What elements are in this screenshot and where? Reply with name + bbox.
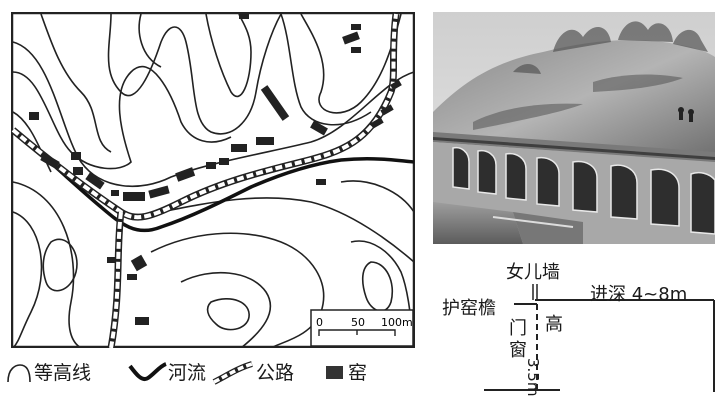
map-legend: 等高线 河流 公路 窑 (0, 354, 420, 390)
contour-line (40, 13, 112, 153)
map-canvas: 0 50 100m (11, 12, 415, 348)
contour-line (280, 13, 372, 126)
cave-marker (351, 47, 361, 53)
cave-marker (351, 24, 361, 30)
cave-marker (107, 257, 115, 263)
scale-mid: 50 (351, 316, 365, 329)
cave-marker (130, 254, 148, 272)
contour-line (206, 298, 250, 331)
parapet-label: 女儿墙 (506, 262, 560, 283)
legend-river-label: 河流 (168, 362, 207, 384)
cave-marker (260, 85, 290, 121)
cave-marker (256, 137, 274, 145)
cave-marker (370, 117, 384, 129)
cave-cross-section: 女儿墙 护窑檐 进深 4~8m 门 窗 高 3.5m (440, 252, 724, 396)
cave-dwelling-photo (433, 12, 715, 244)
height-char: 高 (545, 314, 563, 335)
cave-marker (127, 274, 137, 280)
road-legend-icon (212, 361, 253, 385)
cave-marker (239, 13, 249, 19)
river (11, 130, 415, 233)
contour-line (12, 65, 232, 170)
height-label: 高 (544, 314, 564, 336)
cave-marker (73, 167, 83, 175)
cave-marker (206, 162, 216, 169)
cave-legend-icon (326, 366, 343, 379)
cave-marker (316, 179, 326, 185)
scale-zero: 0 (316, 316, 323, 329)
contour-legend-icon (7, 364, 31, 383)
cave-marker (175, 167, 196, 182)
cave-marker (40, 153, 60, 169)
cave-marker (380, 104, 394, 116)
contour-line (300, 13, 402, 114)
contour-line (107, 13, 282, 135)
window-char: 窗 (509, 340, 527, 361)
river-legend-icon (128, 362, 167, 381)
cave-marker (148, 185, 170, 199)
door-char: 门 (509, 318, 527, 339)
door-window-label: 门 窗 (508, 318, 528, 362)
cave-marker (135, 317, 149, 325)
height-value-label: 3.5m (524, 358, 542, 396)
contour-line (12, 211, 43, 348)
cave-marker (29, 112, 39, 120)
contour-line (138, 13, 162, 68)
contour-line (150, 232, 325, 348)
cave-marker (219, 158, 229, 165)
cave-marker (123, 192, 145, 201)
contour-lines (12, 13, 415, 348)
section-lines (484, 284, 715, 392)
cave-marker (71, 152, 81, 160)
contour-line (180, 271, 272, 348)
cave-marker (85, 172, 105, 190)
cave-marker (111, 190, 119, 196)
contour-line (160, 197, 415, 263)
cave-marker (310, 120, 328, 136)
contour-line (12, 181, 82, 348)
legend-road-label: 公路 (256, 362, 295, 384)
eave-label: 护窑檐 (442, 298, 496, 319)
legend-cave-label: 窑 (348, 362, 368, 384)
scale-bar: 0 50 100m (310, 309, 414, 347)
cave-marker (342, 31, 360, 45)
depth-label: 进深 4~8m (590, 284, 688, 305)
contour-line (42, 238, 78, 292)
road (11, 13, 400, 348)
legend-contour-label: 等高线 (34, 362, 92, 384)
scale-end: 100m (381, 316, 413, 329)
contour-line (340, 180, 415, 213)
cave-marker (390, 79, 402, 91)
cave-marker (231, 144, 247, 152)
contour-line (205, 13, 252, 98)
contour-line (12, 111, 52, 173)
topographic-map: 0 50 100m (11, 12, 415, 348)
cave-dwellings (29, 13, 402, 325)
photo-image (433, 12, 715, 244)
